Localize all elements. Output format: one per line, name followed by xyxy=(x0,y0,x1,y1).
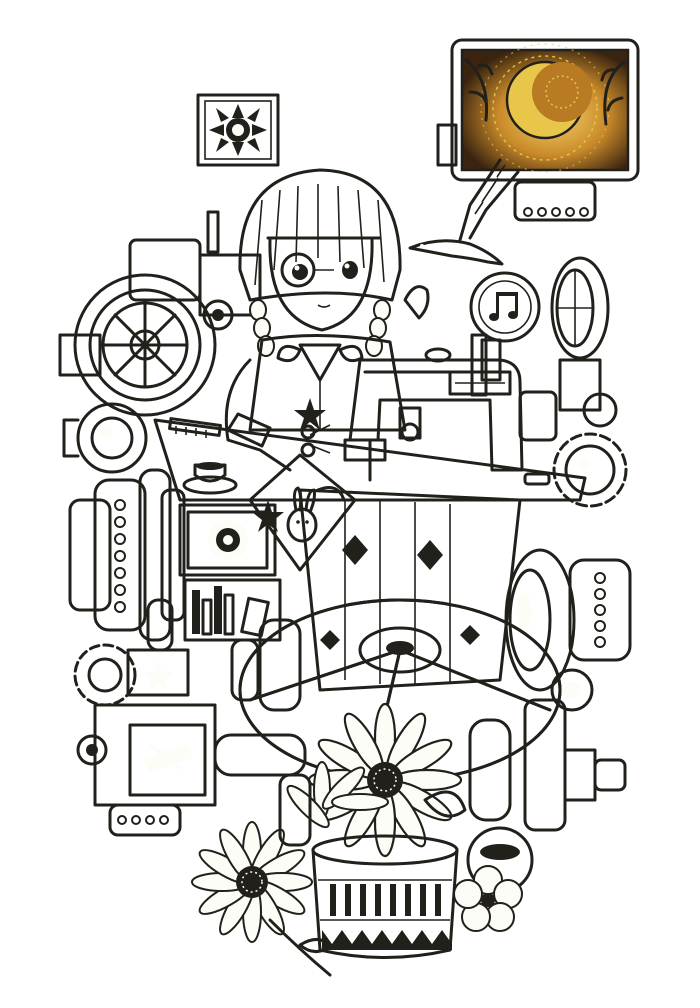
small-flower-right xyxy=(453,865,523,932)
connector-pipes xyxy=(213,618,512,847)
crescent-moon-icon xyxy=(505,60,592,140)
star-icon xyxy=(294,398,326,430)
right-piston xyxy=(466,698,627,894)
right-reel xyxy=(550,256,618,428)
right-reel-stack xyxy=(504,548,632,712)
sun-emblem-tile xyxy=(196,93,280,167)
flower-pot xyxy=(311,834,459,959)
cabinet xyxy=(178,503,282,642)
left-reel-stack xyxy=(68,468,186,642)
sunflower-large xyxy=(307,702,463,858)
sewing-table xyxy=(153,417,587,502)
gear-lower-left xyxy=(73,598,190,707)
sunflower-bottom-left xyxy=(191,821,332,977)
moon-monitor xyxy=(436,38,640,222)
book-shelf xyxy=(183,578,282,642)
sunflower-side xyxy=(286,761,467,829)
girl-with-glasses xyxy=(224,168,430,472)
sewing-machine xyxy=(300,338,558,486)
gear-right xyxy=(552,432,628,508)
swallow-bird xyxy=(408,158,520,266)
music-dial xyxy=(469,271,541,397)
music-note-icon xyxy=(489,292,518,321)
sun-icon xyxy=(209,104,267,156)
large-gear-left xyxy=(73,273,217,417)
lower-left-box xyxy=(76,703,217,837)
left-machinery xyxy=(58,210,262,474)
teacup xyxy=(182,462,238,495)
skirt-panel xyxy=(298,488,522,692)
